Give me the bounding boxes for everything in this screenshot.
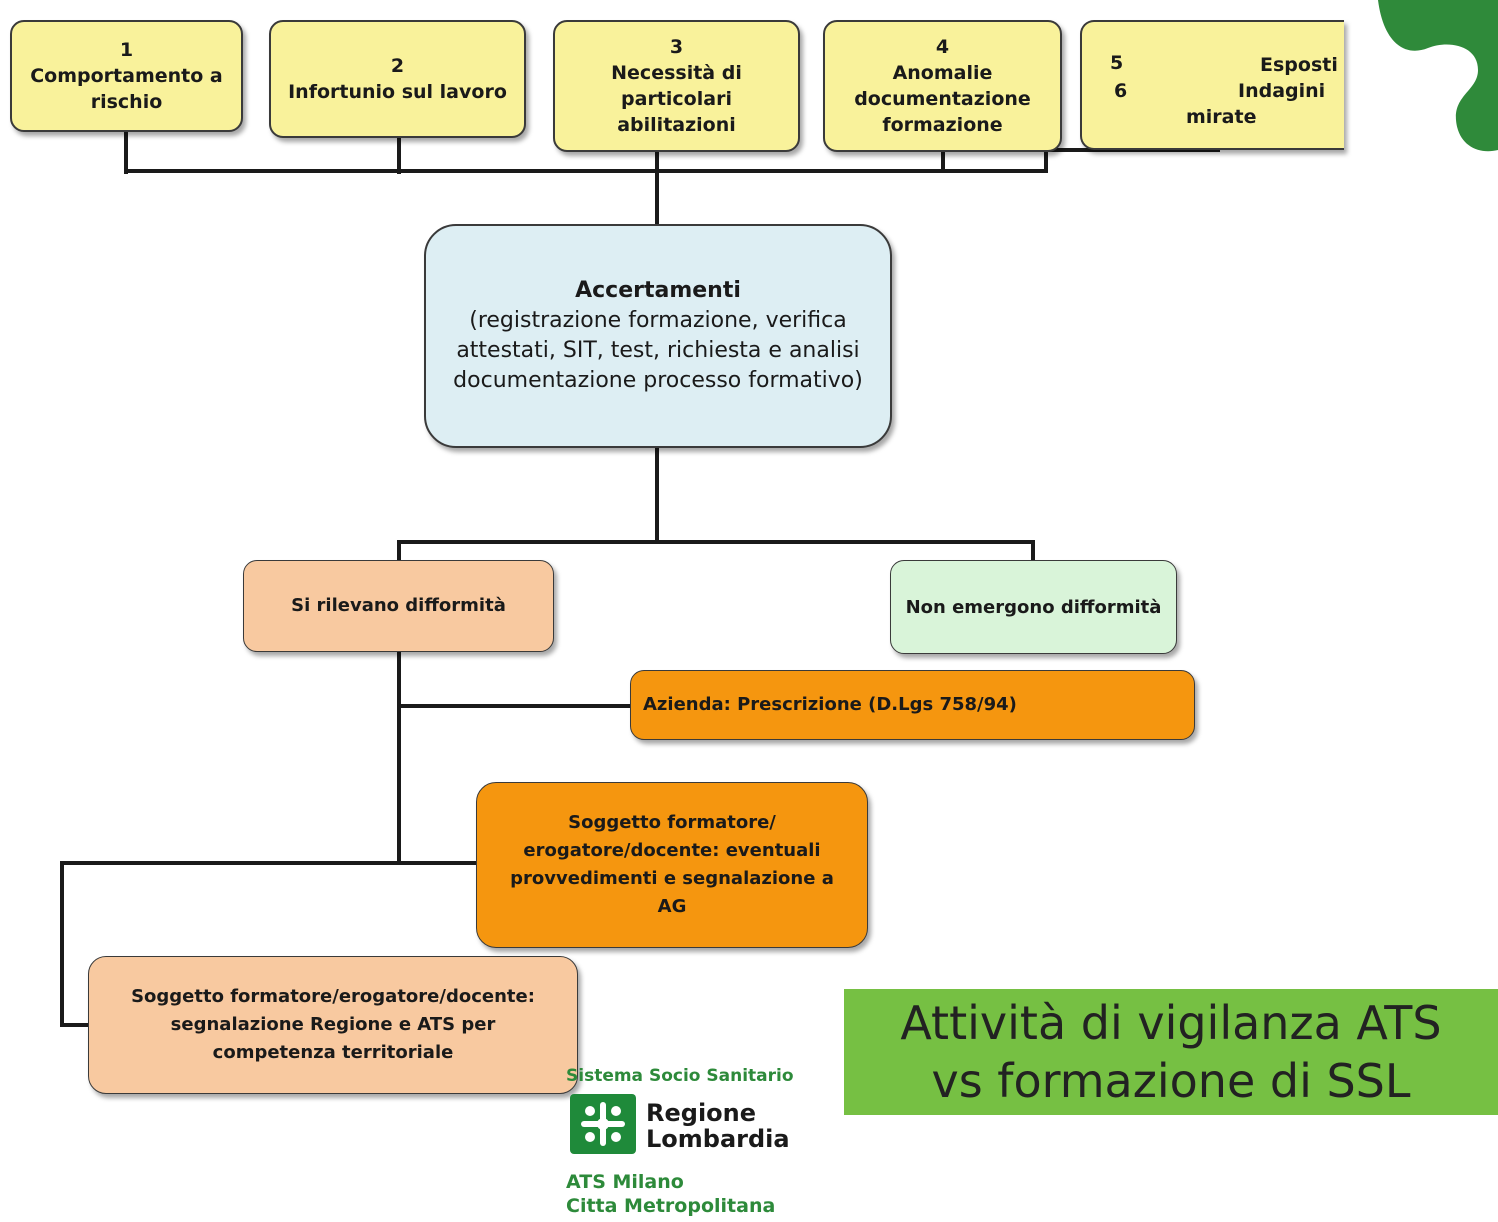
trigger-label-indagini: Indagini <box>1238 80 1326 102</box>
rosa-camuna-icon <box>570 1094 636 1154</box>
trigger-label: Comportamento a rischio <box>30 65 223 113</box>
azienda-prescrizione-box: Azienda: Prescrizione (D.Lgs 758/94) <box>630 670 1195 740</box>
trigger-number-6: 6 <box>1114 80 1128 102</box>
soggetto-ag-label: Soggetto formatore/ erogatore/docente: e… <box>510 812 834 917</box>
title-line-2: vs formazione di SSL <box>931 1054 1411 1108</box>
trigger-label-mirate: mirate <box>1186 106 1257 128</box>
soggetto-ag-box: Soggetto formatore/ erogatore/docente: e… <box>476 782 868 948</box>
trigger-box-2: 2 Infortunio sul lavoro <box>269 20 526 138</box>
soggetto-regione-label: Soggetto formatore/erogatore/docente: se… <box>131 986 535 1063</box>
logo-tagline: Sistema Socio Sanitario <box>566 1066 794 1086</box>
difformita-no-box: Non emergono difformità <box>890 560 1177 654</box>
difformita-no-label: Non emergono difformità <box>905 596 1162 618</box>
trigger-number: 4 <box>935 36 950 58</box>
trigger-number-5: 5 <box>1110 52 1124 74</box>
trigger-label: Infortunio sul lavoro <box>288 81 507 103</box>
trigger-number: 2 <box>390 55 405 77</box>
accertamenti-text: (registrazione formazione, verifica atte… <box>453 308 863 393</box>
trigger-box-4: 4 Anomalie documentazione formazione <box>823 20 1062 152</box>
title-line-1: Attività di vigilanza ATS <box>900 996 1442 1050</box>
trigger-number: 3 <box>669 36 684 58</box>
title-band: Attività di vigilanza ATS vs formazione … <box>844 989 1498 1115</box>
soggetto-regione-box: Soggetto formatore/erogatore/docente: se… <box>88 956 578 1094</box>
trigger-number: 1 <box>119 39 134 61</box>
logo-brand: Regione Lombardia <box>646 1099 790 1153</box>
trigger-box-3: 3 Necessità di particolari abilitazioni <box>553 20 800 152</box>
logo-ats: ATS Milano Citta Metropolitana <box>566 1171 776 1217</box>
trigger-box-5-6: 5 6 Esposti Indagini mirate <box>1080 20 1344 150</box>
accertamenti-title: Accertamenti <box>575 278 741 303</box>
regione-lombardia-logo: Sistema Socio Sanitario Regione Lombardi… <box>564 1062 804 1222</box>
trigger-label: Anomalie documentazione formazione <box>854 62 1031 136</box>
trigger-label: Necessità di particolari abilitazioni <box>611 62 742 136</box>
difformita-si-box: Si rilevano difformità <box>243 560 554 652</box>
trigger-box-1: 1 Comportamento a rischio <box>10 20 243 132</box>
trigger-label-esposti: Esposti <box>1260 54 1338 76</box>
corner-decoration <box>1378 0 1498 152</box>
azienda-prescrizione-label: Azienda: Prescrizione (D.Lgs 758/94) <box>643 694 1017 715</box>
difformita-si-label: Si rilevano difformità <box>291 595 506 616</box>
accertamenti-box: Accertamenti (registrazione formazione, … <box>424 224 892 448</box>
